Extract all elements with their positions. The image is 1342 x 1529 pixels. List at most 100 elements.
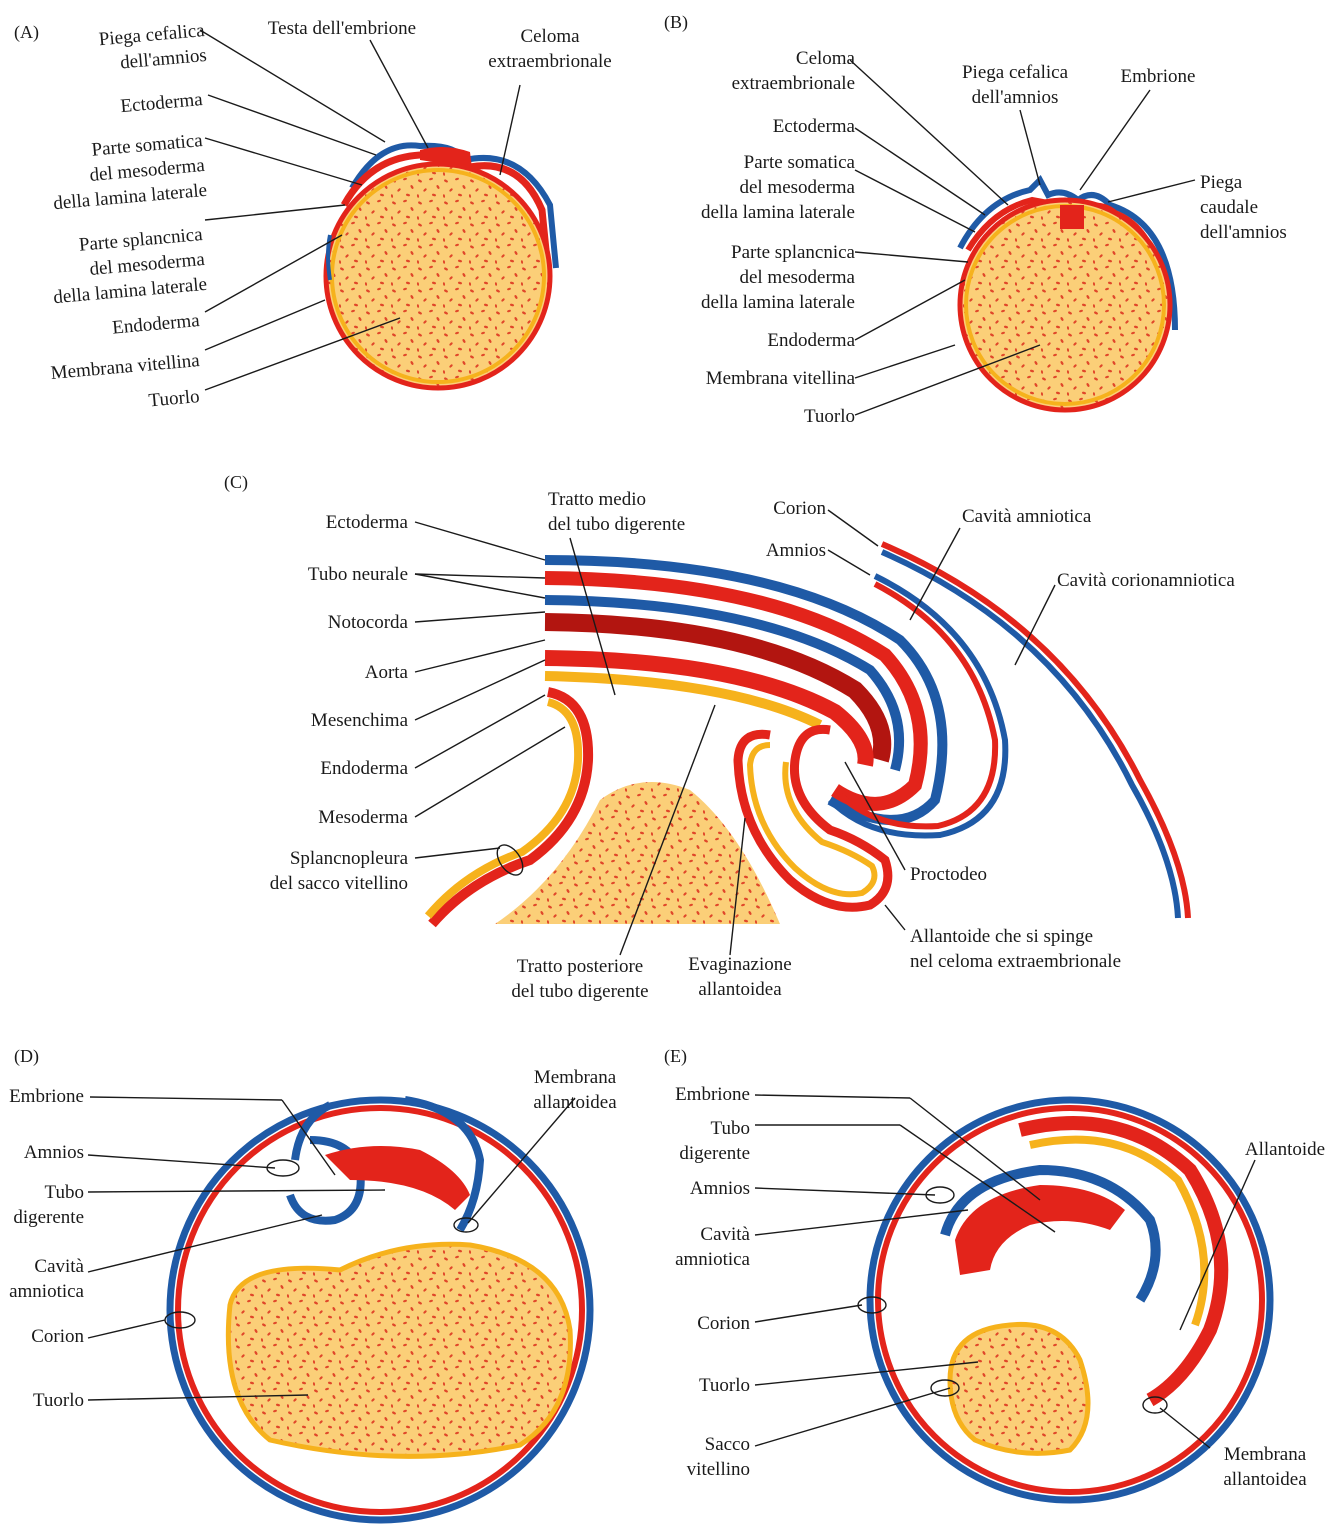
- label-c-splanchnopleure: Splancnopleura del sacco vitellino: [270, 848, 409, 894]
- label-d-yolk: Tuorlo: [33, 1390, 84, 1411]
- label-e-amniotic-cavity: Cavitàamniotica: [675, 1224, 750, 1270]
- label-b-somatic: Parte somatica del mesoderma della lamina …: [701, 152, 856, 223]
- label-e-allantois-line: Allantoide: [1245, 1139, 1325, 1160]
- label-b-splanchnic: Parte splancnica del mesoderma della lamin…: [701, 242, 856, 313]
- panel-e-embryo: [955, 1185, 1125, 1275]
- label-c-splanchnopleure-line: del sacco vitellino: [270, 873, 408, 894]
- label-e-allantoic-membrane: Membrana allantoidea: [1223, 1444, 1307, 1490]
- label-d-embryo-line: Embrione: [9, 1086, 84, 1107]
- label-a-splanchnic: Parte splancnicadel mesodermadella lamin…: [48, 224, 208, 308]
- label-d-chorion-line: Corion: [31, 1326, 84, 1347]
- panel-b: [960, 180, 1175, 410]
- label-a-endoderm-line: Endoderma: [111, 310, 201, 339]
- label-b-vitelline-line: Membrana vitellina: [706, 368, 856, 389]
- label-e-allantoic-membrane-line: Membrana: [1224, 1444, 1307, 1465]
- label-d-embryo: Embrione: [9, 1086, 84, 1107]
- label-b-coelom: Celomaextraembrionale: [732, 48, 856, 94]
- label-b-yolk: Tuorlo: [804, 406, 855, 427]
- panel-letter-c: (C): [224, 472, 248, 493]
- label-b-splanchnic-line: Parte splancnica: [731, 242, 856, 263]
- label-a-embryo-head-line: Testa dell'embrione: [268, 18, 416, 39]
- label-c-chorioamniotic-line: Cavità corionamniotica: [1057, 570, 1235, 591]
- panel-d: [170, 1100, 590, 1520]
- panel-a-yolk: [326, 164, 550, 388]
- label-b-embryo-line: Embrione: [1121, 66, 1196, 87]
- label-b-coelom-line: Celoma: [796, 48, 856, 69]
- label-c-splanchnopleure-line: Splancnopleura: [290, 848, 409, 869]
- label-a-endoderm: Endoderma: [111, 310, 201, 339]
- label-b-ectoderm: Ectoderma: [773, 116, 856, 137]
- label-a-head-fold-line: dell'amnios: [119, 45, 207, 73]
- label-e-gut-line: digerente: [679, 1143, 750, 1164]
- label-c-midgut: Tratto mediodel tubo digerente: [548, 489, 685, 535]
- label-c-hindgut: Tratto posterioredel tubo digerente: [511, 956, 648, 1002]
- label-c-mesenchyme-line: Mesenchima: [311, 710, 409, 731]
- label-b-somatic-line: del mesoderma: [739, 177, 855, 198]
- label-c-chorioamniotic: Cavità corionamniotica: [1057, 570, 1235, 591]
- label-c-neural-tube: Tubo neurale: [308, 564, 408, 585]
- label-d-amnion: Amnios: [24, 1142, 84, 1163]
- label-a-head-fold: Piega cefalicadell'amnios: [98, 20, 208, 75]
- label-a-ectoderm: Ectoderma: [120, 89, 204, 117]
- panel-letter-b: (B): [664, 12, 688, 33]
- label-d-amniotic-cavity-line: amniotica: [9, 1281, 84, 1302]
- label-e-embryo: Embrione: [675, 1084, 750, 1105]
- label-e-yolk-sac-line: Sacco: [705, 1434, 750, 1455]
- label-c-notochord-line: Notocorda: [328, 612, 409, 633]
- label-c-mesoderm-line: Mesoderma: [318, 807, 408, 828]
- label-b-embryo: Embrione: [1121, 66, 1196, 87]
- label-d-allantoic-membrane: Membranaallantoidea: [533, 1067, 617, 1113]
- label-e-embryo-line: Embrione: [675, 1084, 750, 1105]
- label-b-head-fold-line: Piega cefalica: [962, 62, 1069, 83]
- label-b-yolk-line: Tuorlo: [804, 406, 855, 427]
- label-b-splanchnic-line: del mesoderma: [739, 267, 855, 288]
- label-c-notochord: Notocorda: [328, 612, 409, 633]
- panel-d-embryo: [325, 1146, 470, 1210]
- label-b-tail-fold: Piegacaudaledell'amnios: [1200, 172, 1287, 243]
- label-e-chorion: Corion: [697, 1313, 750, 1334]
- label-c-midgut-line: del tubo digerente: [548, 514, 685, 535]
- label-a-vitelline: Membrana vitellina: [50, 350, 201, 384]
- label-d-amniotic-cavity-line: Cavità: [34, 1256, 84, 1277]
- label-b-ectoderm-line: Ectoderma: [773, 116, 856, 137]
- label-d-amniotic-cavity: Cavità amniotica: [9, 1256, 84, 1302]
- label-a-coelom-line: extraembrionale: [488, 51, 611, 72]
- label-a-splanchnic-line: della lamina laterale: [53, 274, 208, 308]
- panel-letter-e: (E): [664, 1046, 687, 1067]
- label-e-amnion-line: Amnios: [690, 1178, 750, 1199]
- panel-letter-d: (D): [14, 1046, 39, 1067]
- label-e-gut-line: Tubo: [711, 1118, 750, 1139]
- label-c-chorion: Corion: [773, 498, 826, 519]
- panel-c: [428, 544, 1188, 924]
- label-b-tail-fold-line: caudale: [1200, 197, 1258, 218]
- label-b-somatic-line: della lamina laterale: [701, 202, 855, 223]
- label-e-gut: Tubo digerente: [679, 1118, 750, 1164]
- panel-e-yolk: [950, 1324, 1088, 1453]
- label-d-gut-line: Tubo: [45, 1182, 84, 1203]
- label-c-allantoic-evagination-line: Evaginazione: [688, 954, 791, 975]
- label-e-amnion: Amnios: [690, 1178, 750, 1199]
- label-c-aorta-line: Aorta: [365, 662, 409, 683]
- label-c-endoderm-line: Endoderma: [320, 758, 408, 779]
- label-e-yolk-sac-line: vitellino: [687, 1459, 750, 1480]
- label-e-yolk-line: Tuorlo: [699, 1375, 750, 1396]
- label-b-tail-fold-line: dell'amnios: [1200, 222, 1287, 243]
- label-a-embryo-head: Testa dell'embrione: [268, 18, 416, 39]
- panel-d-yolk: [228, 1244, 570, 1456]
- label-c-amniotic-cavity-line: Cavità amniotica: [962, 506, 1092, 527]
- label-b-somatic-line: Parte somatica: [744, 152, 856, 173]
- label-c-ectoderm: Ectoderma: [326, 512, 409, 533]
- label-b-splanchnic-line: della lamina laterale: [701, 292, 855, 313]
- label-c-allantois-pushing-line: Allantoide che si spinge: [910, 926, 1093, 947]
- label-a-vitelline-line: Membrana vitellina: [50, 350, 201, 384]
- label-c-chorion-line: Corion: [773, 498, 826, 519]
- panel-b-yolk: [960, 200, 1170, 410]
- label-c-mesoderm: Mesoderma: [318, 807, 408, 828]
- label-e-allantoic-membrane-line: allantoidea: [1223, 1469, 1307, 1490]
- label-c-neural-tube-line: Tubo neurale: [308, 564, 408, 585]
- label-e-allantois: Allantoide: [1245, 1139, 1325, 1160]
- label-c-aorta: Aorta: [365, 662, 409, 683]
